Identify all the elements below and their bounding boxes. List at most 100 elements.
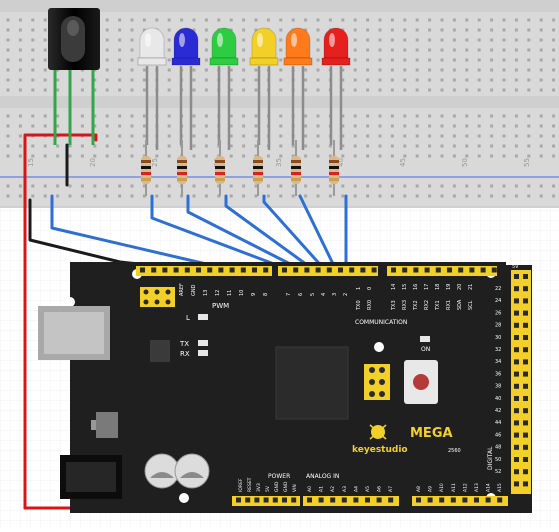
header-pin [391,267,396,273]
breadboard-hole [428,48,432,52]
resistor-band [329,172,339,175]
breadboard-hole [130,28,134,32]
breadboard-hole [167,18,171,22]
pin-label: RX2 [424,300,430,310]
breadboard-hole [328,144,332,148]
breadboard-hole [366,78,370,82]
breadboard-hole [452,144,456,148]
led-body [211,27,237,59]
breadboard-hole [527,78,531,82]
breadboard-hole [316,114,320,118]
breadboard-hole [452,78,456,82]
breadboard-hole [43,114,47,118]
breadboard-hole [527,124,531,128]
voltage-regulator [96,412,118,438]
breadboard-hole [465,28,469,32]
breadboard-hole [452,114,456,118]
breadboard-hole [167,48,171,52]
resistor-band [141,172,151,175]
breadboard-hole [18,144,22,148]
header-pin [427,497,433,503]
breadboard-hole [118,134,122,138]
pin-number: 19 [446,284,452,290]
pin-number: 38 [495,384,501,390]
breadboard-hole [428,124,432,128]
header-pin [514,481,519,487]
breadboard-hole [31,114,35,118]
breadboard-hole [217,154,221,158]
breadboard-hole [539,38,543,42]
pin-label: 13 [203,290,209,296]
breadboard-hole [217,144,221,148]
right-header-gnd: GND [509,516,521,522]
breadboard-center-channel [0,96,559,108]
breadboard-hole [490,114,494,118]
header-pin [330,497,336,503]
pin-label: 12 [215,290,221,296]
breadboard-hole [514,134,518,138]
rail-hole [118,194,122,198]
led-highlight [179,33,185,47]
rail-hole [514,194,518,198]
reset-button-cap[interactable] [413,374,429,390]
breadboard-hole [254,154,258,158]
breadboard-hole [18,88,22,92]
header-pin [240,267,246,273]
header-pin [293,267,299,273]
pin-number: 1 [356,287,362,290]
ir-signal-wire [50,194,234,272]
breadboard-hole [539,18,543,22]
breadboard-hole [31,58,35,62]
header-pin [523,347,528,353]
breadboard-hole [440,28,444,32]
breadboard-hole [403,88,407,92]
breadboard-hole [465,48,469,52]
column-number: 55 [523,158,531,167]
breadboard-hole [266,18,270,22]
breadboard-hole [527,28,531,32]
rail-hole [118,184,122,188]
breadboard-hole [130,68,134,72]
breadboard-hole [6,68,10,72]
breadboard-hole [192,114,196,118]
breadboard-hole [415,134,419,138]
breadboard-hole [229,78,233,82]
breadboard-hole [341,88,345,92]
rail-hole [217,184,221,188]
breadboard-hole [552,78,556,82]
breadboard-hole [142,68,146,72]
breadboard-hole [477,18,481,22]
breadboard-hole [552,124,556,128]
led-highlight [329,33,335,47]
breadboard-hole [279,134,283,138]
rail-hole [440,194,444,198]
led-body [173,27,199,59]
right-header-5v: 5V [512,264,519,270]
pin-label: AREF [179,283,185,296]
resistor-band [329,166,339,169]
pin-label: A7 [388,486,394,492]
breadboard-hole [353,78,357,82]
breadboard-hole [552,114,556,118]
breadboard-hole [204,88,208,92]
breadboard-hole [192,88,196,92]
rail-hole [316,194,320,198]
digital-label: DIGITAL [487,446,494,470]
led-body [251,27,277,59]
rail-hole [6,194,10,198]
pin-number: 21 [468,284,474,290]
resistor-band [215,178,225,181]
rail-hole [378,194,382,198]
breadboard-hole [105,28,109,32]
breadboard-hole [502,134,506,138]
breadboard-hole [18,38,22,42]
ir-receiver [48,8,100,145]
breadboard-hole [316,88,320,92]
header-pin [514,444,519,450]
breadboard-hole [366,134,370,138]
breadboard-hole [514,124,518,128]
breadboard-hole [242,38,246,42]
breadboard-hole [316,28,320,32]
breadboard-hole [279,78,283,82]
led-wire-blue [186,194,304,272]
